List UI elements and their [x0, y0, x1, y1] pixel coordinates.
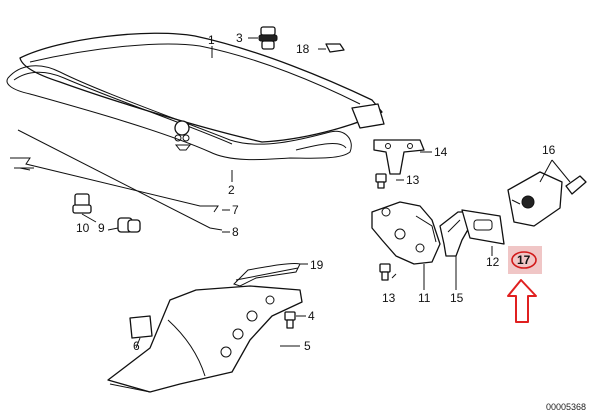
- clip-10: [72, 193, 92, 214]
- label-13-lower: 13: [382, 291, 396, 305]
- highlight-ring: [511, 251, 537, 269]
- trunk-lid: [19, 32, 385, 143]
- torsion-rods: [10, 129, 223, 231]
- label-2: 2: [228, 183, 235, 197]
- bolt-13-upper: [375, 173, 387, 189]
- plate-12: [461, 209, 505, 245]
- lock-housing-17: [507, 171, 563, 227]
- label-17: 17: [517, 253, 531, 267]
- bolt-16: [539, 159, 587, 195]
- label-9: 9: [98, 221, 105, 235]
- leader-lines: [19, 46, 493, 349]
- bolt-13-lower: [379, 263, 391, 281]
- grommet-3: [248, 26, 278, 50]
- label-14: 14: [434, 145, 448, 159]
- label-18: 18: [296, 42, 310, 56]
- reference-code: 00005368: [546, 402, 586, 412]
- part-labels: 1 3 18 2 7 8 10 9 19 4 5 6 14 13 16 12 1…: [76, 31, 556, 353]
- hinge-5: [107, 285, 303, 393]
- label-6: 6: [133, 339, 140, 353]
- emblem-hole: [174, 120, 192, 151]
- label-12: 12: [486, 255, 500, 269]
- highlight-17: 17: [508, 246, 542, 274]
- label-11: 11: [418, 291, 431, 305]
- up-arrow-icon: [507, 279, 537, 323]
- clip-18: [318, 43, 345, 53]
- label-3: 3: [236, 31, 243, 45]
- label-1: 1: [208, 33, 215, 47]
- bolt-4: [284, 311, 296, 329]
- clip-9: [107, 217, 141, 233]
- striker-14: [373, 139, 425, 175]
- label-13-upper: 13: [406, 173, 420, 187]
- label-15: 15: [450, 291, 464, 305]
- label-4: 4: [308, 309, 315, 323]
- spring-19: [233, 263, 301, 287]
- label-5: 5: [304, 339, 311, 353]
- label-19: 19: [310, 258, 324, 272]
- label-10: 10: [76, 221, 90, 235]
- label-7: 7: [232, 203, 239, 217]
- lock-11: [371, 201, 441, 265]
- label-8: 8: [232, 225, 239, 239]
- trunk-seal: [6, 65, 352, 161]
- label-16: 16: [542, 143, 556, 157]
